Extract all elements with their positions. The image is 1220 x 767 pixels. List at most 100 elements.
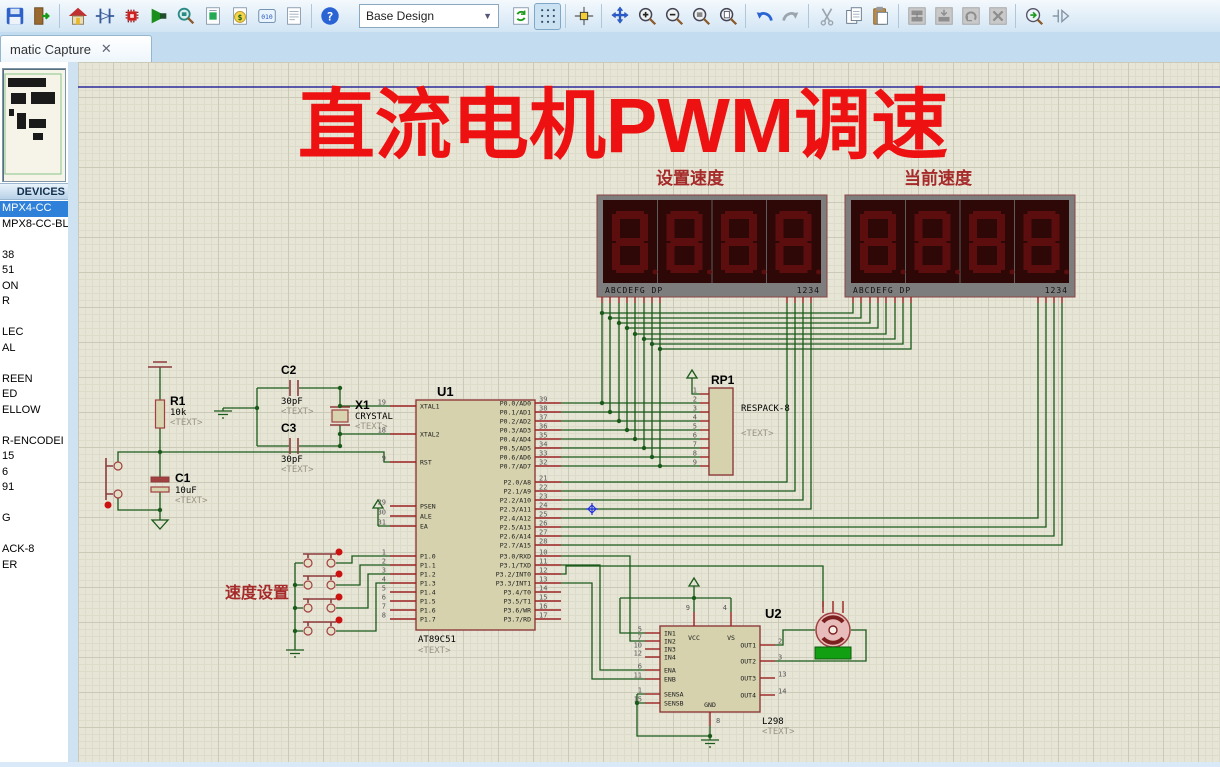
device-list-item[interactable]: ELLOW xyxy=(2,403,41,416)
ground-terminal-buttons[interactable] xyxy=(286,648,304,658)
simulation-log-icon[interactable]: 010 xyxy=(253,3,280,30)
seven-segment-display-1[interactable]: ABCDEFG DP 1234 xyxy=(596,194,828,298)
home-icon[interactable] xyxy=(64,3,91,30)
display1-label: 设置速度 xyxy=(656,168,725,188)
origin-icon[interactable] xyxy=(570,3,597,30)
redo-icon[interactable] xyxy=(777,3,804,30)
ground-arrow[interactable] xyxy=(150,519,170,530)
save-icon[interactable] xyxy=(1,3,28,30)
ic-edit-icon[interactable] xyxy=(118,3,145,30)
device-list-item[interactable]: REEN xyxy=(2,372,33,385)
svg-text:ALE: ALE xyxy=(420,513,432,521)
capacitor-c3[interactable]: C3 30pF <TEXT> xyxy=(281,421,314,475)
block-delete-icon[interactable] xyxy=(984,3,1011,30)
device-list-item[interactable] xyxy=(0,527,68,543)
capacitor-c2[interactable]: C2 30pF <TEXT> xyxy=(281,363,314,417)
tab-close-icon[interactable]: ✕ xyxy=(100,41,112,56)
svg-text:8: 8 xyxy=(693,450,697,458)
pan-icon[interactable] xyxy=(606,3,633,30)
ic-packaging-icon[interactable] xyxy=(199,3,226,30)
refresh-icon[interactable] xyxy=(507,3,534,30)
svg-text:U1: U1 xyxy=(437,384,454,399)
panel-splitter[interactable] xyxy=(68,62,78,762)
device-list-item[interactable]: ER xyxy=(2,558,18,571)
device-list-item[interactable]: 38 xyxy=(2,248,15,261)
crystal-x1[interactable]: X1 CRYSTAL <TEXT> xyxy=(330,398,393,432)
help-icon[interactable]: ? xyxy=(316,3,343,30)
copy-icon[interactable] xyxy=(840,3,867,30)
device-list-item[interactable] xyxy=(0,310,68,326)
device-list-item[interactable]: ED xyxy=(2,388,18,400)
device-list-item[interactable]: 91 xyxy=(2,481,15,493)
svg-text:22: 22 xyxy=(539,484,547,492)
zoom-to-child-icon[interactable] xyxy=(1020,3,1047,30)
schematic-editor-canvas[interactable]: 直流电机PWM调速 设置速度 ABCDEFG DP 1234 当前速度 ABCD… xyxy=(78,62,1220,762)
svg-text:18: 18 xyxy=(378,427,386,435)
find-component-icon[interactable] xyxy=(172,3,199,30)
device-list-item[interactable] xyxy=(0,356,68,372)
device-list-item[interactable]: R-ENCODEI xyxy=(2,434,64,447)
sheet-selector[interactable]: Base Design ▼ xyxy=(359,4,499,28)
svg-text:27: 27 xyxy=(539,529,547,537)
power-arrow-l298[interactable] xyxy=(687,576,701,587)
view-component-icon[interactable] xyxy=(145,3,172,30)
zoom-area-icon[interactable] xyxy=(687,3,714,30)
design-explorer-icon[interactable] xyxy=(280,3,307,30)
schematic-overview-minimap[interactable] xyxy=(2,68,66,182)
resistor-r1[interactable]: R1 10k <TEXT> xyxy=(154,394,204,429)
block-rotate-icon[interactable] xyxy=(957,3,984,30)
motor-driver-u2-l298[interactable]: U2 L298 <TEXT> xyxy=(659,606,795,737)
device-list-item[interactable]: ON xyxy=(2,279,19,292)
device-list-item[interactable] xyxy=(0,232,68,248)
undo-icon[interactable] xyxy=(750,3,777,30)
dc-motor-encoder[interactable] xyxy=(814,601,852,660)
svg-text:38: 38 xyxy=(539,405,547,413)
svg-text:4: 4 xyxy=(382,576,386,584)
bill-of-materials-icon[interactable]: $ xyxy=(226,3,253,30)
device-list-item[interactable]: ACK-8 xyxy=(2,543,35,555)
device-list-item[interactable]: R xyxy=(2,295,10,307)
zoom-in-icon[interactable] xyxy=(633,3,660,30)
svg-text:5: 5 xyxy=(638,626,642,634)
cut-icon[interactable] xyxy=(813,3,840,30)
svg-text:26: 26 xyxy=(539,520,547,528)
svg-text:<TEXT>: <TEXT> xyxy=(175,496,208,506)
paste-icon[interactable] xyxy=(867,3,894,30)
tab-schematic-capture[interactable]: matic Capture ✕ xyxy=(0,35,152,62)
svg-text:RP1: RP1 xyxy=(711,373,735,387)
left-panel: DEVICES MPX4-CC MPX8-CC-BL 38 51 ON xyxy=(0,62,69,762)
device-list-item[interactable]: 15 xyxy=(2,450,15,462)
mcu-u1-at89c51[interactable]: U1 AT89C51 <TEXT> xyxy=(415,384,536,656)
svg-text:P2.5/A13: P2.5/A13 xyxy=(500,524,531,532)
zoom-sheet-icon[interactable] xyxy=(714,3,741,30)
device-list-item[interactable]: MPX8-CC-BL xyxy=(2,217,68,230)
svg-text:ENA: ENA xyxy=(664,667,676,675)
power-arrow-rp1[interactable] xyxy=(685,368,699,379)
power-arrow-ea[interactable] xyxy=(371,498,385,509)
device-list-item[interactable]: LEC xyxy=(2,326,24,338)
device-list-item[interactable]: 6 xyxy=(2,465,9,478)
respack-rp1[interactable]: RP1 RESPACK-8 <TEXT> xyxy=(708,373,790,476)
block-move-icon[interactable] xyxy=(930,3,957,30)
device-list-item[interactable] xyxy=(0,418,68,434)
edit-part-icon[interactable] xyxy=(1047,3,1074,30)
wires-p3-motor-driver xyxy=(561,378,867,737)
svg-text:<TEXT>: <TEXT> xyxy=(281,407,314,417)
device-list-item[interactable]: AL xyxy=(2,341,16,354)
ground-terminal-crystal[interactable] xyxy=(214,408,232,419)
device-list-item[interactable]: MPX4-CC xyxy=(0,201,68,217)
reset-button[interactable] xyxy=(104,458,123,509)
toggle-grid-icon[interactable] xyxy=(534,2,561,30)
device-list-item[interactable]: 51 xyxy=(2,264,15,276)
device-list-item[interactable] xyxy=(0,496,68,512)
capacitor-c1[interactable]: C1 10uF <TEXT> xyxy=(150,471,208,506)
svg-text:SENSA: SENSA xyxy=(664,691,684,699)
zoom-out-icon[interactable] xyxy=(660,3,687,30)
new-component-icon[interactable] xyxy=(91,3,118,30)
power-terminal[interactable] xyxy=(148,361,172,368)
device-list-item[interactable]: G xyxy=(2,512,11,524)
seven-segment-display-2[interactable]: ABCDEFG DP 1234 xyxy=(844,194,1076,298)
svg-text:30: 30 xyxy=(378,509,386,517)
block-copy-icon[interactable] xyxy=(903,3,930,30)
exit-icon[interactable] xyxy=(28,3,55,30)
